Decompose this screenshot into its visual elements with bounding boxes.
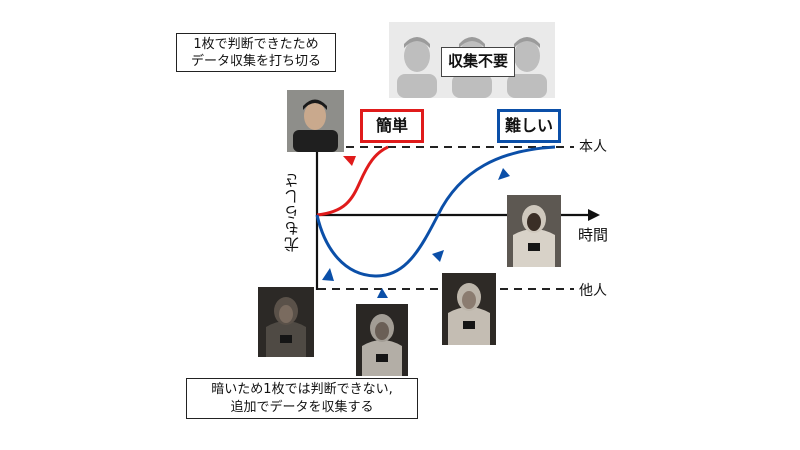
- upper-reference-label: 本人: [579, 139, 607, 155]
- x-axis-label: 時間: [578, 226, 609, 244]
- face-photo-strip: [389, 22, 555, 98]
- note-line-2: データ収集を打ち切る: [190, 54, 321, 69]
- hard-curve-marker-4: [498, 168, 510, 180]
- hard-curve-marker-2: [377, 288, 388, 298]
- person-photo-4: [507, 195, 561, 267]
- hard-label: 難しい: [497, 109, 561, 143]
- hard-curve-marker-3: [432, 250, 444, 262]
- note-data-collection-stopped: 1枚で判断できたため データ収集を打ち切る: [176, 33, 336, 72]
- note-additional-collection: 暗いため1枚では判断できない, 追加でデータを収集する: [186, 378, 418, 419]
- easy-curve: [316, 145, 389, 217]
- collection-unneeded-label: 収集不要: [441, 47, 515, 77]
- dark-person-photo-2: [356, 304, 408, 376]
- easy-curve-marker: [343, 156, 356, 166]
- hard-curve: [315, 145, 556, 278]
- lower-reference-label: 他人: [579, 283, 607, 299]
- note-line-1: 1枚で判断できたため: [193, 37, 319, 52]
- y-axis-label: 尤もらしさ: [283, 172, 301, 252]
- note-line-2: 追加でデータを収集する: [230, 400, 374, 415]
- dark-person-photo-1: [258, 287, 314, 357]
- person-photo-3: [442, 273, 496, 345]
- hard-curve-marker-1: [322, 268, 334, 281]
- easy-label: 簡単: [360, 109, 424, 143]
- clear-face-photo: [287, 90, 344, 152]
- x-axis-arrowhead: [588, 209, 600, 221]
- note-line-1: 暗いため1枚では判断できない,: [211, 382, 393, 397]
